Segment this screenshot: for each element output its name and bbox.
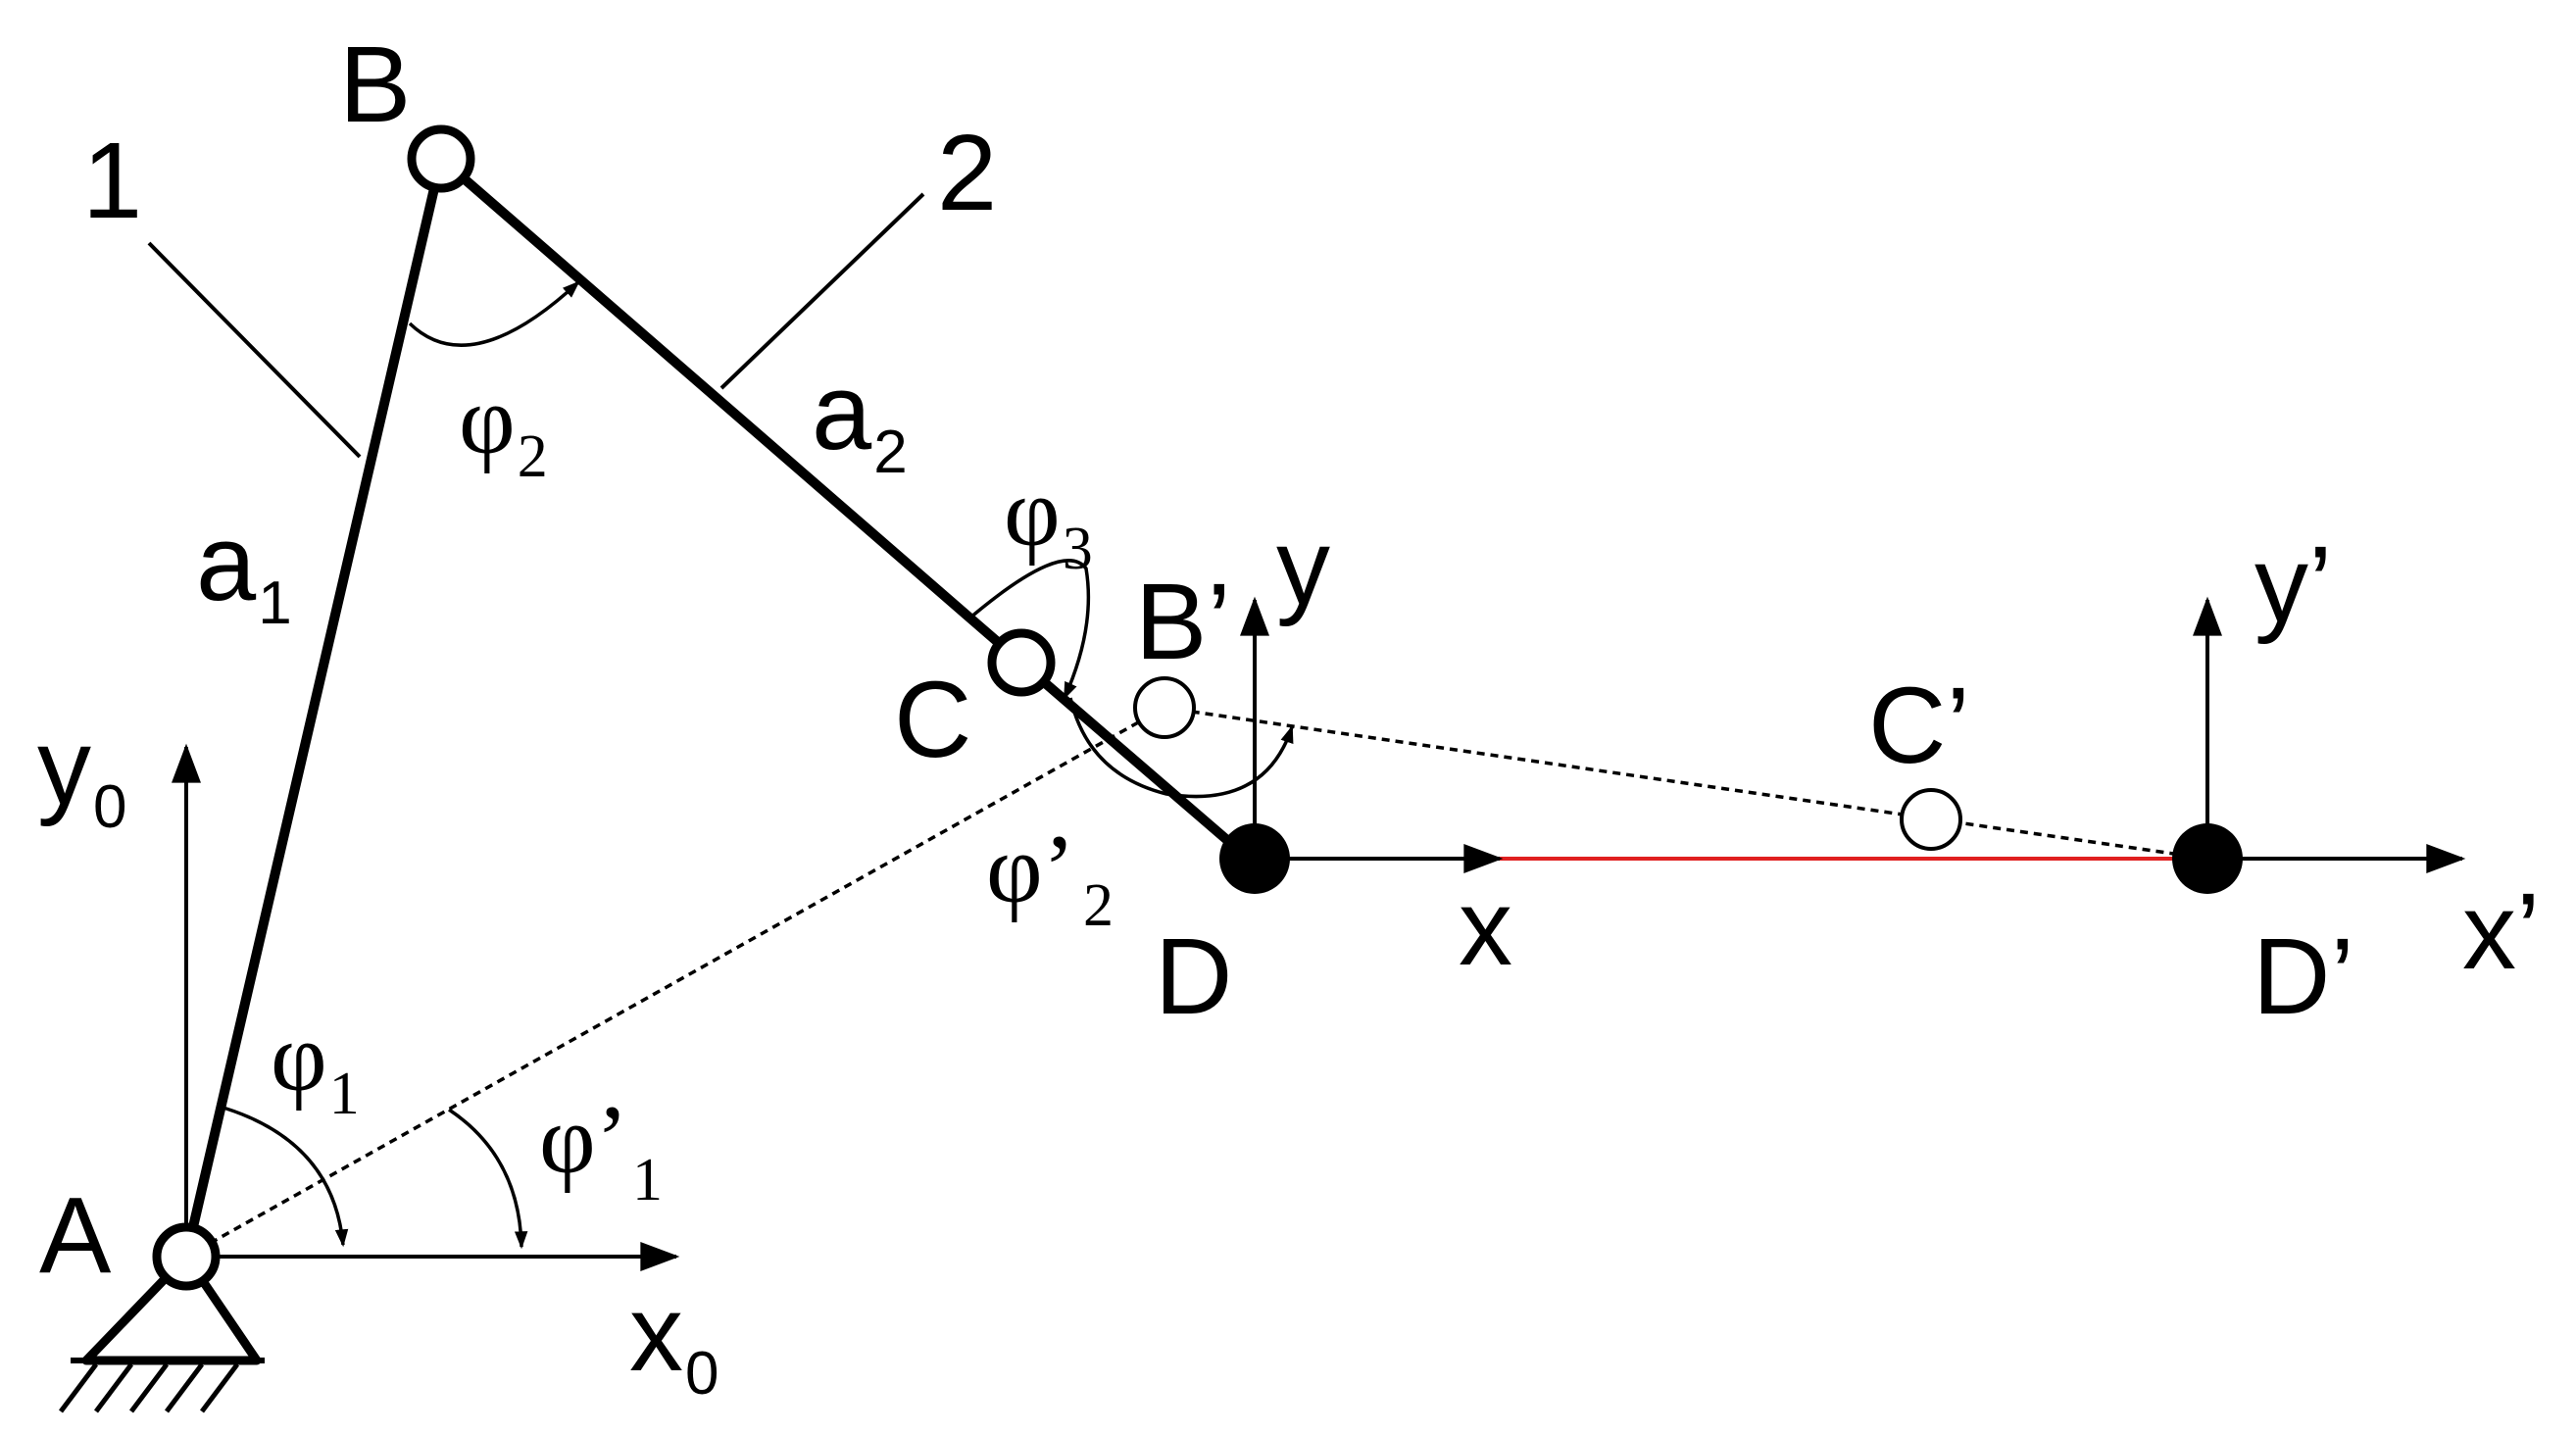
joint-c-prime bbox=[1900, 788, 1962, 851]
joint-c bbox=[987, 628, 1056, 697]
label-phi2: φ2 bbox=[459, 366, 548, 490]
label-phi1: φ1 bbox=[271, 1003, 360, 1127]
label-phi1-prime-base: φ’ bbox=[539, 1085, 628, 1194]
label-phi2-prime: φ’2 bbox=[986, 815, 1114, 939]
label-y0-base: y bbox=[37, 707, 91, 827]
angle-arc-phi1-prime bbox=[448, 1108, 528, 1250]
label-a1-sub: 1 bbox=[258, 569, 291, 637]
joint-b bbox=[407, 124, 475, 193]
joint-d-prime bbox=[2172, 823, 2243, 894]
joint-b-prime bbox=[1133, 676, 1196, 739]
label-phi3-base: φ bbox=[1004, 458, 1061, 567]
label-phi1-sub: 1 bbox=[329, 1061, 360, 1127]
label-point-b: B bbox=[339, 25, 411, 145]
link-a1 bbox=[181, 157, 446, 1259]
label-y0-sub: 0 bbox=[93, 773, 126, 841]
label-x0-sub: 0 bbox=[685, 1340, 718, 1408]
label-phi2-base: φ bbox=[459, 366, 516, 474]
label-a2-sub: 2 bbox=[873, 419, 907, 486]
label-a2: a2 bbox=[812, 352, 908, 486]
label-y: y bbox=[1276, 507, 1330, 627]
label-x: x bbox=[1459, 867, 1512, 988]
label-point-b-prime: B’ bbox=[1135, 562, 1231, 682]
label-a1-base: a bbox=[196, 503, 257, 623]
label-a1: a1 bbox=[196, 503, 292, 637]
label-phi2-prime-base: φ’ bbox=[986, 815, 1075, 923]
label-link-2: 2 bbox=[937, 113, 997, 233]
angle-arc-phi2-prime bbox=[1068, 697, 1294, 799]
angle-arc-phi2 bbox=[408, 280, 580, 347]
label-point-d-prime: D’ bbox=[2253, 916, 2354, 1037]
label-phi1-prime: φ’1 bbox=[539, 1085, 663, 1213]
label-x-prime: x’ bbox=[2462, 871, 2540, 992]
label-phi2-sub: 2 bbox=[518, 423, 548, 490]
label-x0: x0 bbox=[629, 1273, 718, 1408]
label-x0-base: x bbox=[629, 1273, 683, 1394]
label-y-prime: y’ bbox=[2254, 524, 2332, 645]
label-point-a: A bbox=[39, 1175, 112, 1296]
link-c-d bbox=[1017, 659, 1239, 851]
label-point-d: D bbox=[1155, 916, 1232, 1037]
dashed-link-a-bprime bbox=[185, 706, 1165, 1259]
label-phi3-sub: 3 bbox=[1063, 516, 1093, 582]
label-phi2-prime-sub: 2 bbox=[1083, 872, 1114, 939]
joint-d bbox=[1219, 823, 1290, 894]
label-link-1: 1 bbox=[82, 121, 142, 241]
ground-support bbox=[59, 1252, 265, 1413]
dashed-link-bprime-dprime bbox=[1164, 706, 2208, 861]
link-a2 bbox=[437, 155, 1025, 667]
label-y0: y0 bbox=[37, 707, 126, 841]
label-phi3: φ3 bbox=[1004, 458, 1093, 582]
label-phi1-prime-sub: 1 bbox=[632, 1147, 663, 1213]
label-a2-base: a bbox=[812, 352, 872, 472]
leader-line-2 bbox=[719, 192, 925, 390]
angle-arc-phi3 bbox=[968, 559, 1091, 701]
label-point-c-prime: C’ bbox=[1868, 666, 1970, 786]
angle-arc-phi1 bbox=[216, 1104, 349, 1248]
joint-a bbox=[152, 1222, 221, 1291]
leader-line-1 bbox=[147, 241, 362, 459]
label-phi1-base: φ bbox=[271, 1003, 327, 1112]
label-point-c: C bbox=[894, 660, 971, 780]
